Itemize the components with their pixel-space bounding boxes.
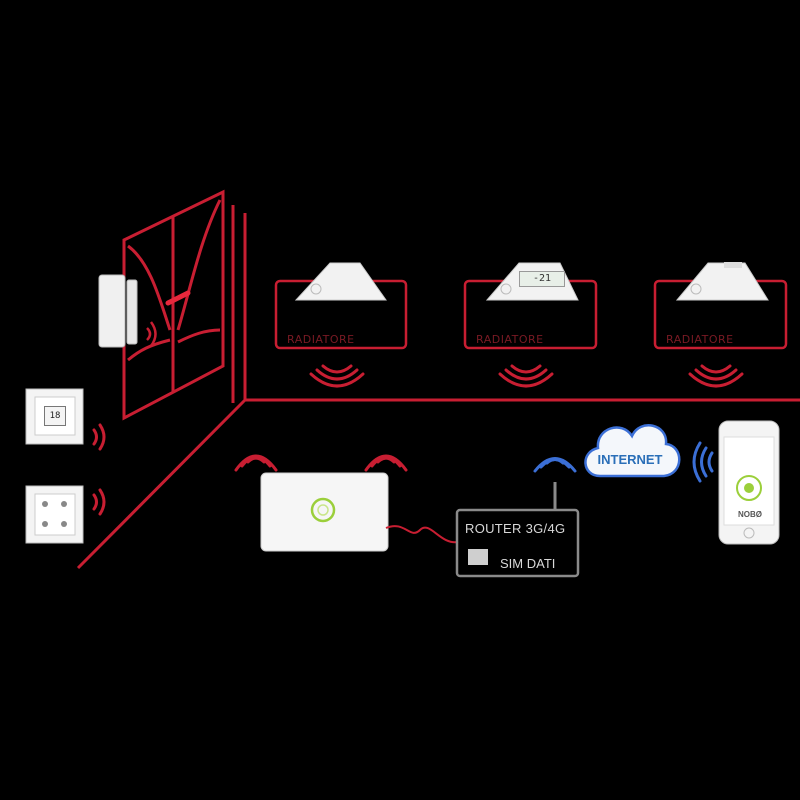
radiator-signals bbox=[309, 364, 744, 388]
door-sensor bbox=[98, 274, 157, 348]
radiator-label-2: RADIATORE bbox=[476, 333, 544, 346]
router-internet-signals bbox=[533, 457, 577, 473]
smartphone bbox=[718, 420, 780, 545]
router-sim-label: SIM DATI bbox=[500, 556, 556, 571]
radiator-display: -21 bbox=[519, 271, 565, 287]
router-box bbox=[455, 508, 580, 578]
router-title: ROUTER 3G/4G bbox=[465, 521, 566, 536]
radiator-label-1: RADIATORE bbox=[287, 333, 355, 346]
phone-brand: NOBØ bbox=[738, 510, 762, 519]
hub bbox=[260, 472, 389, 552]
hub-router-cable bbox=[385, 525, 459, 544]
wall-thermostat bbox=[25, 388, 84, 445]
internet-label: INTERNET bbox=[597, 452, 663, 467]
room-walls bbox=[76, 205, 800, 570]
thermostat-display: 18 bbox=[44, 406, 66, 426]
phone-signals bbox=[692, 441, 714, 483]
door bbox=[122, 189, 225, 421]
radiator-label-3: RADIATORE bbox=[666, 333, 734, 346]
door-handle bbox=[165, 290, 191, 306]
internet-cloud bbox=[584, 424, 681, 478]
wall-switch bbox=[25, 485, 84, 544]
sim-card-icon bbox=[468, 549, 488, 565]
hub-signals bbox=[234, 454, 408, 472]
wall-device-signals bbox=[92, 423, 106, 516]
